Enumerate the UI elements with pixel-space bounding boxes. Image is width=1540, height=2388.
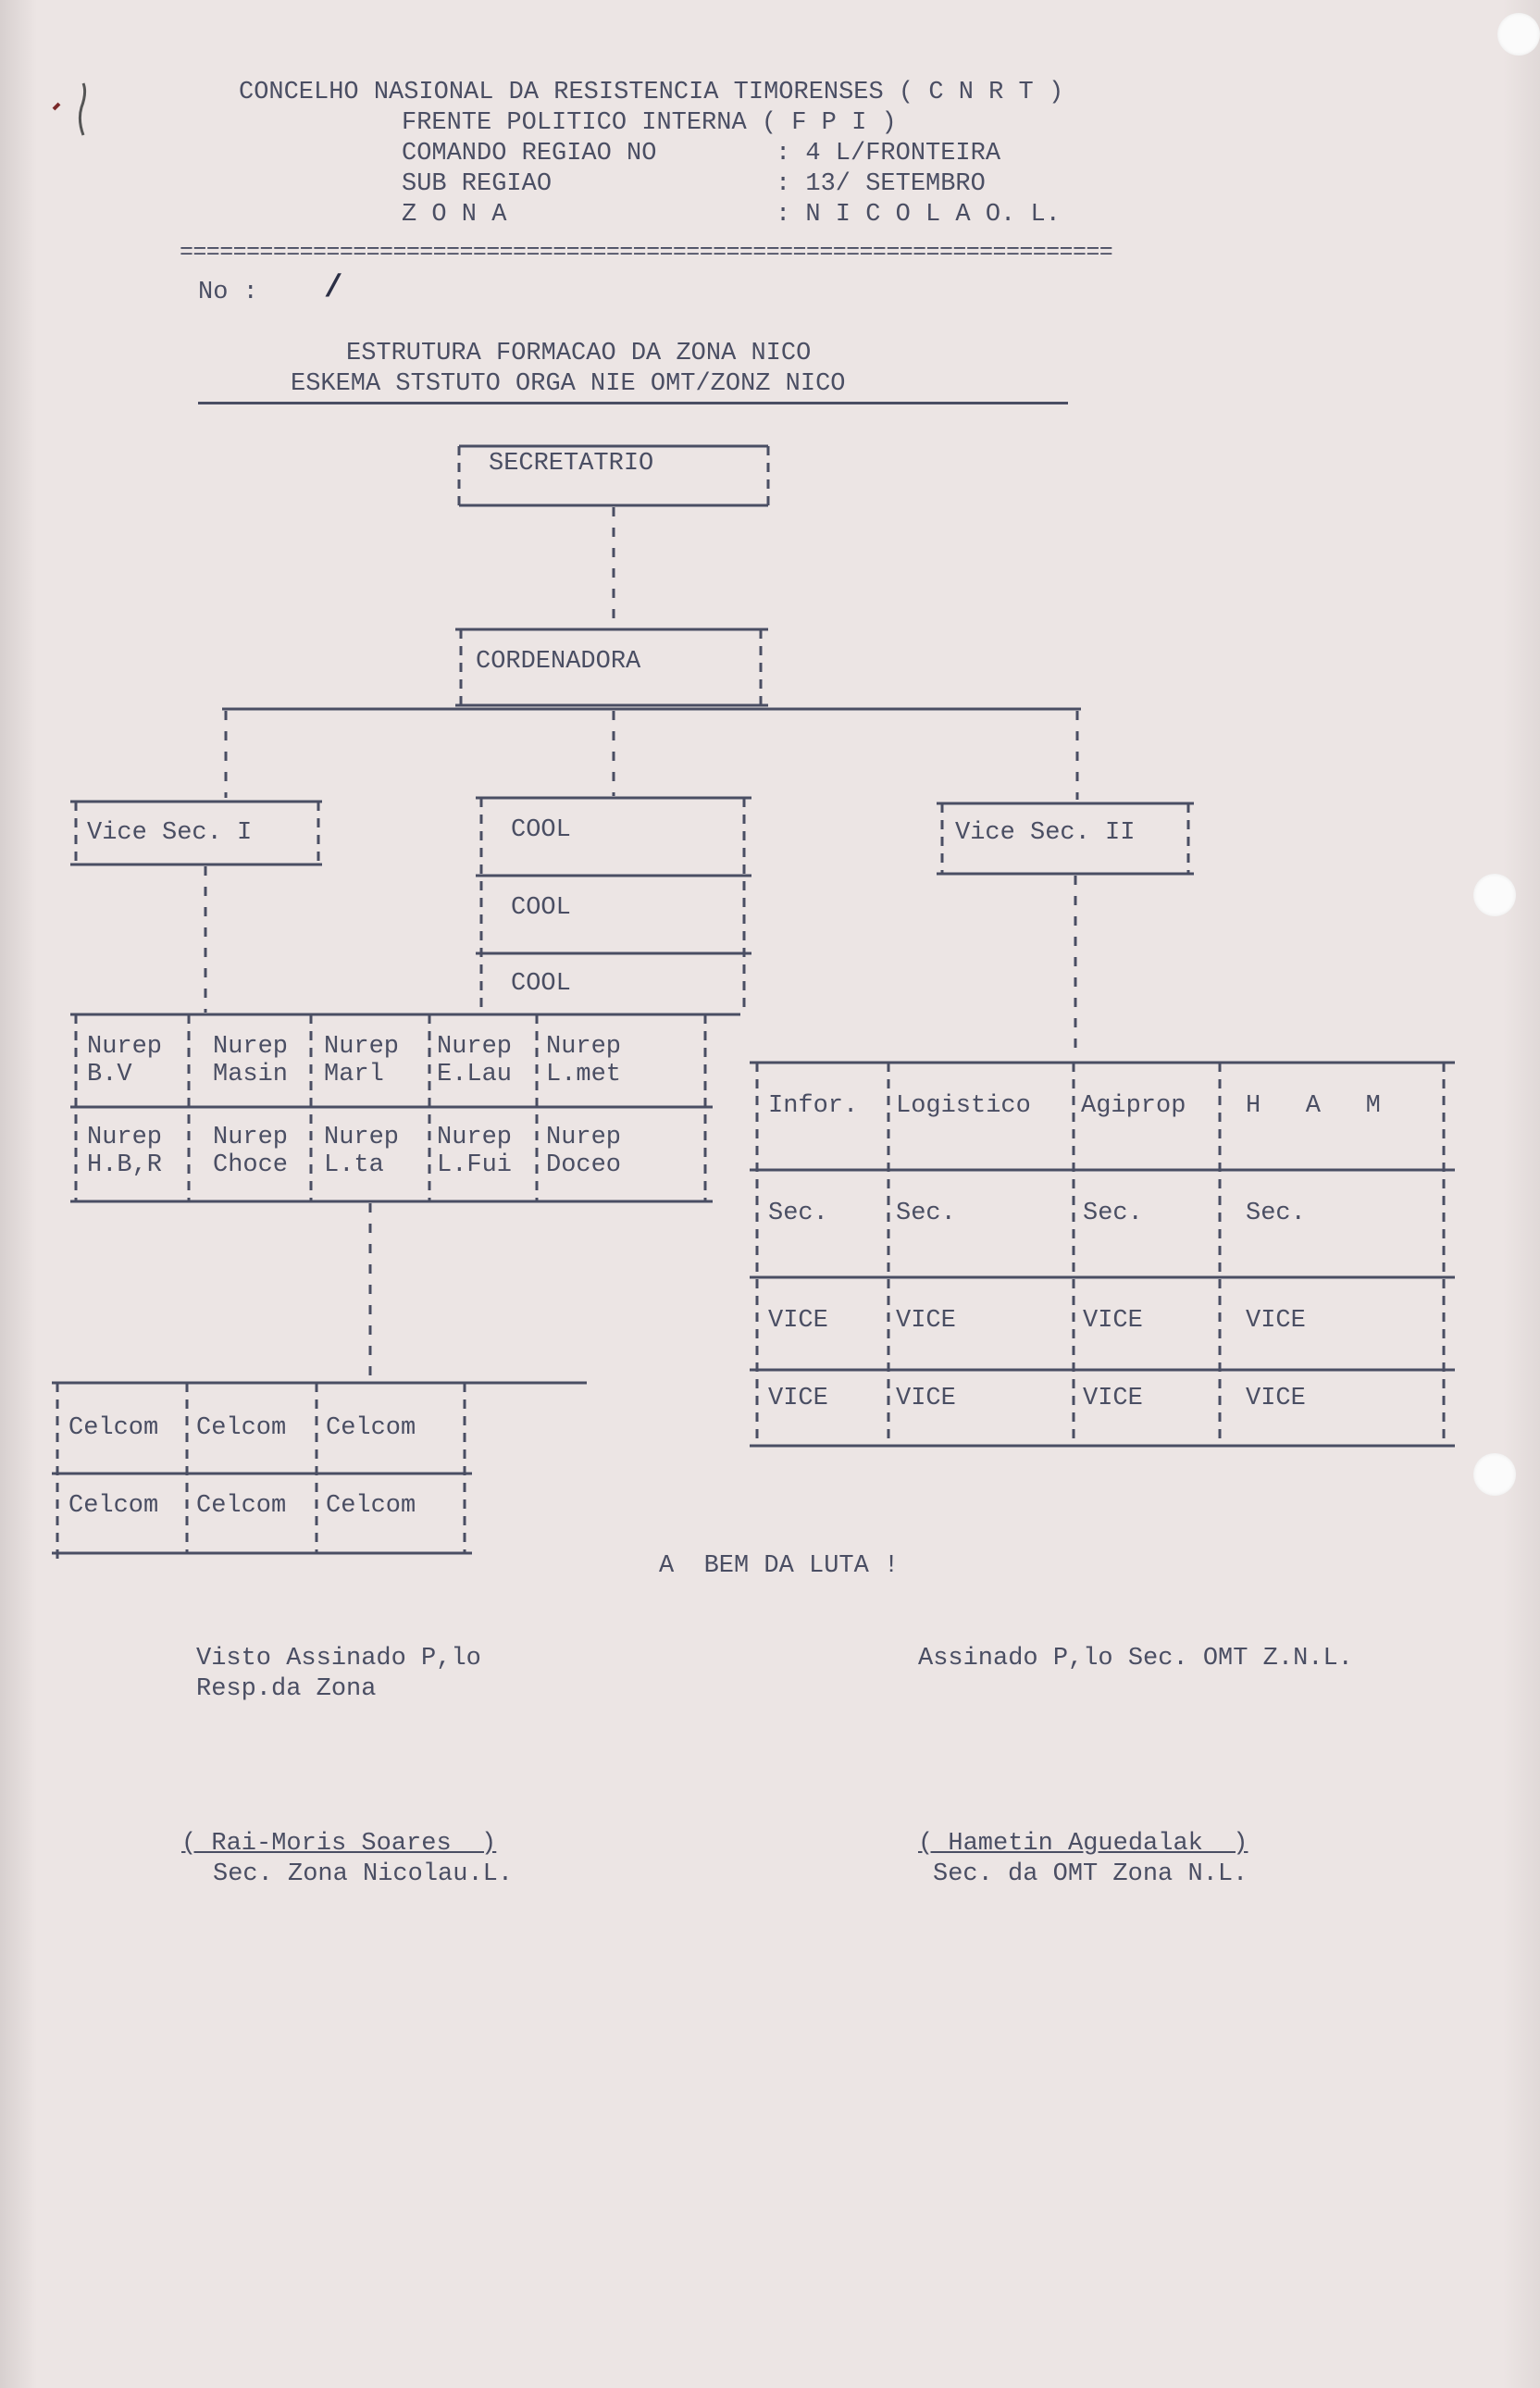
left-signatory-role: Sec. Zona Nicolau.L. <box>213 1860 514 1888</box>
dept-vice-cell: VICE <box>1083 1307 1143 1335</box>
header-value-region: : 4 L/FRONTEIRA <box>776 140 1001 168</box>
header-label-subregion: SUB REGIAO <box>402 170 553 198</box>
celcom-cell: Celcom <box>68 1492 159 1520</box>
dept-vice-cell: VICE <box>1083 1385 1143 1412</box>
dept-sec-cell: Sec. <box>1083 1200 1143 1227</box>
right-signatory-role: Sec. da OMT Zona N.L. <box>933 1860 1248 1888</box>
punch-hole-bottom <box>1473 1453 1516 1496</box>
header-value-zone: : N I C O L A O. L. <box>776 201 1061 229</box>
left-sign-line-1: Visto Assinado P,lo <box>196 1645 481 1673</box>
dept-vice-cell: VICE <box>768 1307 828 1335</box>
header-label-region: COMANDO REGIAO NO <box>402 140 657 168</box>
ink-mark <box>52 82 87 136</box>
punch-hole-middle <box>1473 874 1516 916</box>
title-line-2: ESKEMA STSTUTO ORGA NIE OMT/ZONZ NICO <box>291 370 846 398</box>
left-sign-line-2: Resp.da Zona <box>196 1675 377 1703</box>
secretary-box: SECRETATRIO <box>489 450 654 478</box>
vice-sec-1-box: Vice Sec. I <box>87 819 253 847</box>
coordinator-box: CORDENADORA <box>476 648 641 676</box>
celcom-cell: Celcom <box>326 1492 416 1520</box>
dept-vice-cell: VICE <box>768 1385 828 1412</box>
celcom-cell: Celcom <box>196 1414 287 1442</box>
closing-slogan: A BEM DA LUTA ! <box>659 1552 900 1580</box>
front-name: FRENTE POLITICO INTERNA ( F P I ) <box>402 109 897 137</box>
title-underline <box>198 402 1068 404</box>
dept-header-logistico: Logistico <box>896 1092 1031 1120</box>
dept-sec-cell: Sec. <box>896 1200 956 1227</box>
org-name: CONCELHO NASIONAL DA RESISTENCIA TIMOREN… <box>239 79 1064 106</box>
right-signatory-name: ( Hametin Aguedalak ) <box>918 1830 1248 1858</box>
page-edge-shadow-right <box>1503 0 1540 2388</box>
header-label-zone: Z O N A <box>402 201 507 229</box>
cool-box-3: COOL <box>511 970 571 998</box>
dept-header-ham: H A M <box>1246 1092 1381 1120</box>
dept-header-agiprop: Agiprop <box>1081 1092 1186 1120</box>
page-edge-shadow-left <box>0 0 37 2388</box>
vice-sec-2-box: Vice Sec. II <box>955 819 1136 847</box>
dept-vice-cell: VICE <box>1246 1385 1306 1412</box>
dept-vice-cell: VICE <box>896 1307 956 1335</box>
celcom-cell: Celcom <box>68 1414 159 1442</box>
celcom-cell: Celcom <box>326 1414 416 1442</box>
dept-sec-cell: Sec. <box>1246 1200 1306 1227</box>
number-value: / <box>324 271 343 306</box>
left-signatory-name: ( Rai-Moris Soares ) <box>181 1830 497 1858</box>
right-sign-line-1: Assinado P,lo Sec. OMT Z.N.L. <box>918 1645 1353 1673</box>
number-label: No : <box>198 279 258 306</box>
header-separator: ========================================… <box>180 239 1113 266</box>
header-value-subregion: : 13/ SETEMBRO <box>776 170 986 198</box>
cool-box-1: COOL <box>511 816 571 844</box>
punch-hole-top <box>1497 13 1540 56</box>
title-line-1: ESTRUTURA FORMACAO DA ZONA NICO <box>346 340 812 367</box>
cool-box-2: COOL <box>511 894 571 922</box>
dept-vice-cell: VICE <box>1246 1307 1306 1335</box>
celcom-cell: Celcom <box>196 1492 287 1520</box>
dept-vice-cell: VICE <box>896 1385 956 1412</box>
dept-sec-cell: Sec. <box>768 1200 828 1227</box>
dept-header-infor: Infor. <box>768 1092 859 1120</box>
